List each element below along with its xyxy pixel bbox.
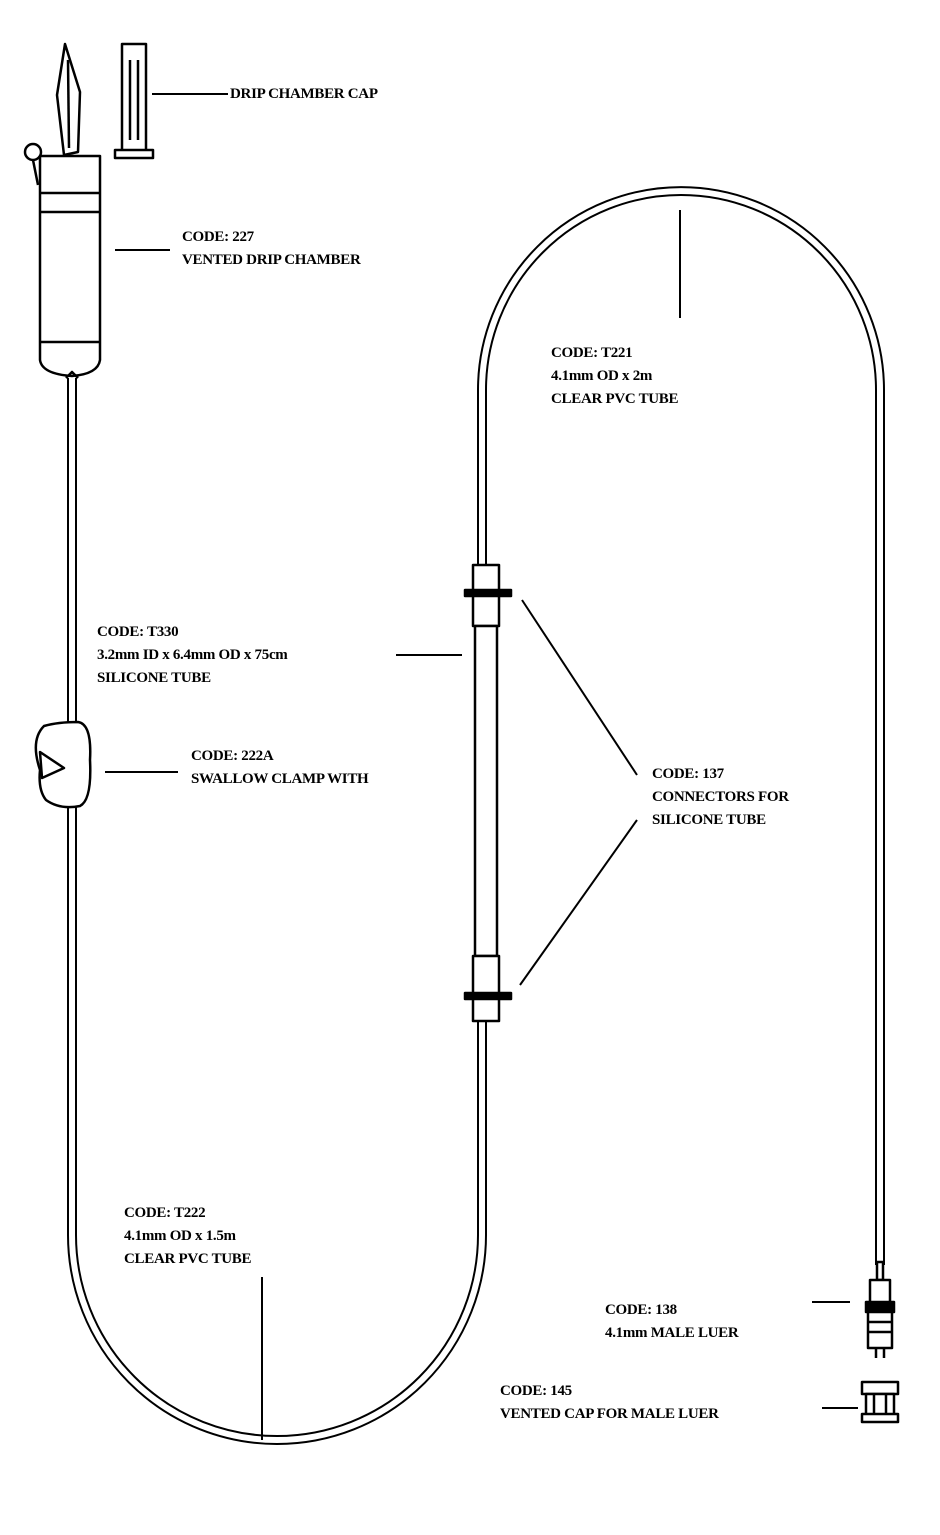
drip-chamber-code: CODE: 227 bbox=[182, 229, 254, 245]
vented-cap-code: CODE: 145 bbox=[500, 1383, 572, 1399]
clamp-label: CODE: 222A SWALLOW CLAMP WITH bbox=[191, 745, 369, 791]
drip-cap-label: DRIP CHAMBER CAP bbox=[230, 83, 378, 106]
male-luer bbox=[864, 1260, 896, 1358]
tube-right bbox=[477, 186, 885, 1265]
drip-cap-label-line: DRIP CHAMBER CAP bbox=[230, 86, 378, 102]
clamp-code: CODE: 222A bbox=[191, 748, 274, 764]
male-luer-label: CODE: 138 4.1mm MALE LUER bbox=[605, 1299, 739, 1345]
tube-left bbox=[65, 370, 487, 1445]
silicone-tube bbox=[463, 563, 513, 1023]
male-luer-desc: 4.1mm MALE LUER bbox=[605, 1325, 739, 1341]
connector-label: CODE: 137 CONNECTORS FOR SILICONE TUBE bbox=[652, 763, 789, 832]
vented-cap-label: CODE: 145 VENTED CAP FOR MALE LUER bbox=[500, 1380, 719, 1426]
connector-desc-1: CONNECTORS FOR bbox=[652, 789, 789, 805]
clamp-desc: SWALLOW CLAMP WITH bbox=[191, 771, 369, 787]
tube-top-right-desc: CLEAR PVC TUBE bbox=[551, 391, 679, 407]
silicone-tube-label: CODE: T330 3.2mm ID x 6.4mm OD x 75cm SI… bbox=[97, 621, 288, 690]
tube-bottom-size: 4.1mm OD x 1.5m bbox=[124, 1228, 236, 1244]
drip-chamber-cap bbox=[113, 42, 155, 160]
tube-bottom-label: CODE: T222 4.1mm OD x 1.5m CLEAR PVC TUB… bbox=[124, 1202, 252, 1271]
silicone-tube-desc: SILICONE TUBE bbox=[97, 670, 211, 686]
silicone-tube-code: CODE: T330 bbox=[97, 624, 179, 640]
drip-chamber-desc: VENTED DRIP CHAMBER bbox=[182, 252, 361, 268]
tube-bottom-code: CODE: T222 bbox=[124, 1205, 206, 1221]
drip-chamber-label: CODE: 227 VENTED DRIP CHAMBER bbox=[182, 226, 361, 272]
leader-lines bbox=[105, 93, 858, 1440]
tube-top-right-label: CODE: T221 4.1mm OD x 2m CLEAR PVC TUBE bbox=[551, 342, 679, 411]
spike bbox=[55, 42, 82, 157]
tube-top-right-code: CODE: T221 bbox=[551, 345, 633, 361]
vented-cap-desc: VENTED CAP FOR MALE LUER bbox=[500, 1406, 719, 1422]
vented-cap bbox=[860, 1380, 900, 1424]
silicone-tube-size: 3.2mm ID x 6.4mm OD x 75cm bbox=[97, 647, 288, 663]
connector-desc-2: SILICONE TUBE bbox=[652, 812, 766, 828]
swallow-clamp bbox=[34, 720, 92, 809]
male-luer-code: CODE: 138 bbox=[605, 1302, 677, 1318]
tube-top-right-size: 4.1mm OD x 2m bbox=[551, 368, 653, 384]
tube-bottom-desc: CLEAR PVC TUBE bbox=[124, 1251, 252, 1267]
connector-code: CODE: 137 bbox=[652, 766, 724, 782]
drip-chamber bbox=[23, 142, 102, 378]
